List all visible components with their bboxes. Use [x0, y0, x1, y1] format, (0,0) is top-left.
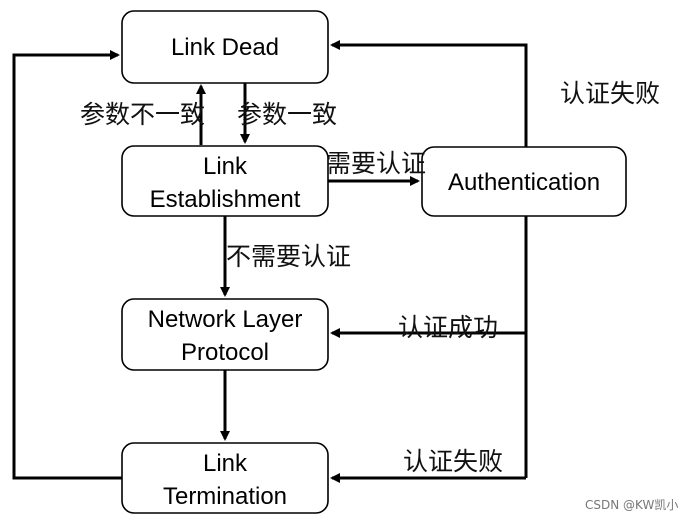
label-auth-success: 认证成功 — [398, 313, 498, 342]
edge-labels: 参数不一致 参数一致 需要认证 不需要认证 认证成功 认证失败 认证失败 — [80, 79, 660, 476]
node-label-line-2: Protocol — [181, 339, 269, 366]
label-auth-required: 需要认证 — [326, 149, 426, 178]
node-label-line-1: Link — [203, 450, 248, 477]
watermark: CSDN @KW凯小 — [585, 498, 678, 512]
label-params-mismatch: 参数不一致 — [80, 100, 205, 129]
label-auth-fail-top: 认证失败 — [560, 79, 660, 108]
label-auth-fail-bottom: 认证失败 — [403, 447, 503, 476]
node-box — [121, 298, 329, 371]
node-label-line-1: Link — [203, 153, 248, 180]
connectors — [12, 40, 528, 483]
node-box — [121, 442, 329, 514]
node-label-line-2: Termination — [163, 483, 287, 510]
node-label: Authentication — [448, 169, 600, 196]
node-authentication: Authentication — [421, 146, 627, 217]
label-auth-not-required: 不需要认证 — [226, 242, 351, 271]
node-label-line-2: Establishment — [150, 186, 301, 213]
node-box — [421, 146, 627, 217]
node-box — [121, 10, 329, 84]
node-label: Link Dead — [171, 34, 279, 61]
node-network-layer-protocol: Network Layer Protocol — [121, 298, 329, 371]
arrow-authentication-fail-to-dead — [330, 40, 528, 147]
node-link-termination: Link Termination — [121, 442, 329, 514]
node-box — [121, 145, 329, 217]
node-label-line-1: Network Layer — [148, 306, 303, 333]
label-params-match: 参数一致 — [237, 100, 337, 129]
node-link-dead: Link Dead — [121, 10, 329, 84]
arrow-termination-to-dead — [12, 50, 122, 480]
node-link-establishment: Link Establishment — [121, 145, 329, 217]
